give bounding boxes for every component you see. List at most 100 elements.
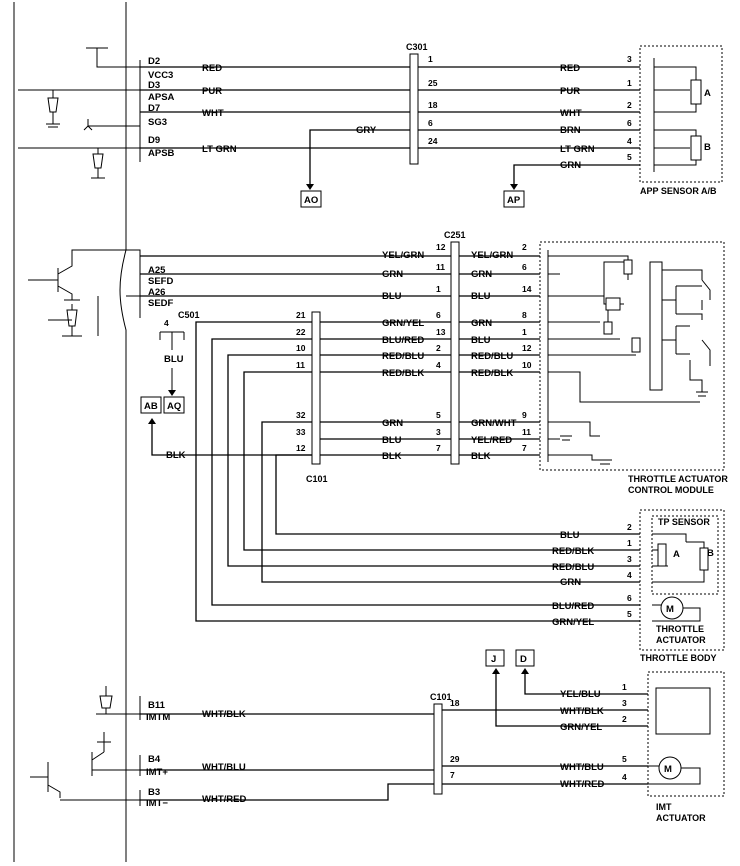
connector-pin: 13 <box>436 327 446 337</box>
connector-pin: 7 <box>436 443 441 453</box>
sensor-pin: 4 <box>627 136 632 146</box>
wire-color: PUR <box>560 86 580 97</box>
imt-actuator: M IMT ACTUATOR <box>647 671 725 823</box>
connector-pin: 25 <box>428 78 438 88</box>
connector-pin: 6 <box>436 310 441 320</box>
module-pin: 7 <box>522 443 527 453</box>
wire-color: RED <box>202 63 222 74</box>
connector-label: C301 <box>406 42 428 52</box>
actuator-pin: 1 <box>622 682 627 692</box>
ecm-pin-name: IMT− <box>146 798 168 809</box>
sensor-pin: 6 <box>627 118 632 128</box>
connector-pin: 2 <box>436 343 441 353</box>
c301-connector: C301 <box>406 42 428 165</box>
wire-color: BLU/RED <box>552 601 594 612</box>
imt-wires: YEL/BLU 1 WHT/BLK 18 WHT/BLK 3 GRN/YEL 2… <box>140 668 648 805</box>
svg-text:J: J <box>491 654 496 665</box>
wire-color: YEL/GRN <box>471 250 513 261</box>
wire-color: BLK <box>166 450 186 461</box>
wire-color: YEL/GRN <box>382 250 424 261</box>
component-label: THROTTLE <box>656 624 704 634</box>
connector-pin: 33 <box>296 427 306 437</box>
connector-pin: 22 <box>296 327 306 337</box>
wire-color: PUR <box>202 86 222 97</box>
wire-color: RED/BLK <box>552 546 594 557</box>
reference-ap: AP <box>503 190 525 208</box>
connector-pin: 11 <box>436 262 445 272</box>
ecm-block <box>13 2 127 862</box>
wire-color: LT GRN <box>560 144 595 155</box>
sensor-pin: 2 <box>627 100 632 110</box>
ecm-pin-name: IMTM <box>146 712 170 723</box>
throttle-body-wires: BLU 2 RED/BLK 1 RED/BLU 3 GRN 4 BLU/RED … <box>195 321 640 628</box>
connector-pin: 4 <box>436 360 441 370</box>
ecm-pin: D7 <box>148 103 160 114</box>
wire-color: WHT/BLK <box>560 706 604 717</box>
component-label: ACTUATOR <box>656 813 706 823</box>
sensor-pin: 1 <box>627 78 632 88</box>
svg-text:D: D <box>520 654 527 665</box>
motor-icon: M <box>666 604 674 615</box>
actuator-pin: 5 <box>622 754 627 764</box>
actuator-pin: 6 <box>627 593 632 603</box>
wire-color: BLU <box>164 354 184 365</box>
component-label: THROTTLE BODY <box>640 653 717 663</box>
ecm-pin-name: SG3 <box>148 117 167 128</box>
wire-color: GRN <box>560 577 581 588</box>
component-label: CONTROL MODULE <box>628 485 714 495</box>
wire-color: BLK <box>471 451 491 462</box>
module-pin: 14 <box>522 284 532 294</box>
svg-text:AQ: AQ <box>167 401 181 412</box>
wire-color: BLU/RED <box>382 335 424 346</box>
connector-pin: 10 <box>296 343 306 353</box>
ecm-pin-name: SEFD <box>148 276 173 287</box>
wire-color: BLK <box>382 451 402 462</box>
reference-ab: AB <box>140 396 162 414</box>
svg-text:AB: AB <box>144 401 158 412</box>
sensor-pin: 1 <box>627 538 632 548</box>
wire-color: GRN/YEL <box>560 722 602 733</box>
module-pin: 1 <box>522 327 527 337</box>
connector-pin: 3 <box>436 427 441 437</box>
connector-pin: 6 <box>428 118 433 128</box>
wire-color: GRN <box>560 160 581 171</box>
ecm-pin-name: VCC3 <box>148 70 173 81</box>
ecm-pin: B3 <box>148 787 160 798</box>
wire-color: WHT/RED <box>202 794 246 805</box>
module-pin: 8 <box>522 310 527 320</box>
ecm-pin-name: APSA <box>148 92 175 103</box>
module-pin: 11 <box>522 427 531 437</box>
ecm-pin: B4 <box>148 754 161 765</box>
connector-pin: 29 <box>450 754 460 764</box>
connector-pin: 12 <box>436 242 446 252</box>
ecm-pin: B11 <box>148 700 166 711</box>
element-label: A <box>673 549 680 560</box>
sensor-pin: 3 <box>627 54 632 64</box>
wire-color: BLU <box>471 335 491 346</box>
wire-color: GRY <box>356 125 377 136</box>
wire-color: YEL/BLU <box>560 689 601 700</box>
wire-color: BRN <box>560 125 581 136</box>
wire-color: BLU <box>560 530 580 541</box>
connector-pin: 24 <box>428 136 438 146</box>
wire-color: BLU <box>471 291 491 302</box>
component-label: THROTTLE ACTUATOR <box>628 474 728 484</box>
ecm-pin: D3 <box>148 80 160 91</box>
reference-j: J <box>485 649 505 667</box>
wire-color: GRN/WHT <box>471 418 517 429</box>
wire-color: GRN/YEL <box>552 617 594 628</box>
wire-color: RED/BLU <box>382 351 424 362</box>
reference-d: D <box>515 649 535 667</box>
connector-pin: 1 <box>436 284 441 294</box>
wire-color: BLU <box>382 435 402 446</box>
wire-color: GRN <box>471 318 492 329</box>
sensor-pin: 4 <box>627 570 632 580</box>
module-pin: 10 <box>522 360 532 370</box>
connector-label: C101 <box>306 474 328 484</box>
sensor-pin: 3 <box>627 554 632 564</box>
throttle-body: TP SENSOR A B M THROTTLE ACTUATOR THROTT… <box>639 509 725 663</box>
wire-color: YEL/RED <box>471 435 512 446</box>
wire-color: WHT <box>202 108 224 119</box>
app-wires: RED 1 RED 3 PUR 25 PUR 1 WHT 18 WHT 2 GR… <box>140 54 640 190</box>
component-label: TP SENSOR <box>658 517 710 527</box>
